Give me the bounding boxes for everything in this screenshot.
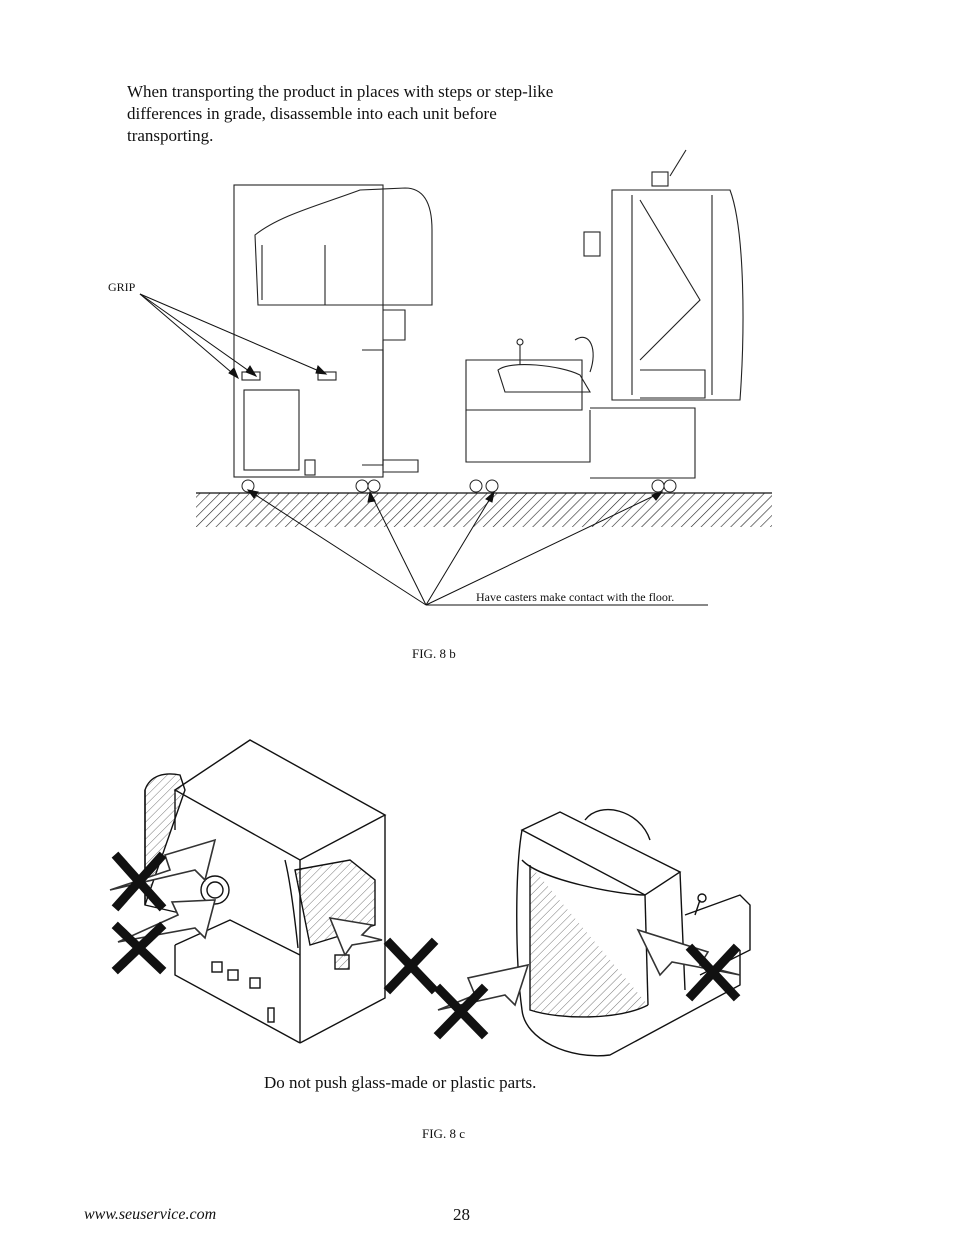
floor-hatching	[196, 492, 772, 527]
intro-line-1: When transporting the product in places …	[127, 82, 554, 101]
intro-line-3: transporting.	[127, 126, 214, 145]
main-cabinet-side-view	[233, 184, 433, 478]
grip-label: GRIP	[108, 280, 136, 294]
figure-8b-caption: FIG. 8 b	[412, 646, 456, 661]
footer-url: www.seuservice.com	[84, 1206, 217, 1223]
casters-right	[469, 479, 677, 493]
push-warning-text: Do not push glass-made or plastic parts.	[264, 1073, 537, 1092]
casters-left	[241, 479, 381, 493]
main-cabinet-isometric	[144, 739, 387, 1044]
grip-leader-lines	[139, 293, 328, 380]
caster-leader-lines	[246, 489, 708, 606]
seat-unit-side-view	[465, 149, 744, 479]
prohibited-x-marks	[111, 851, 741, 1040]
intro-paragraph: When transporting the product in places …	[127, 81, 627, 147]
intro-line-2: differences in grade, disassemble into e…	[127, 104, 497, 123]
figure-8c-caption: FIG. 8 c	[422, 1126, 465, 1141]
page-number: 28	[453, 1205, 470, 1224]
caster-contact-label: Have casters make contact with the floor…	[476, 590, 675, 604]
seat-unit-isometric	[516, 809, 751, 1057]
